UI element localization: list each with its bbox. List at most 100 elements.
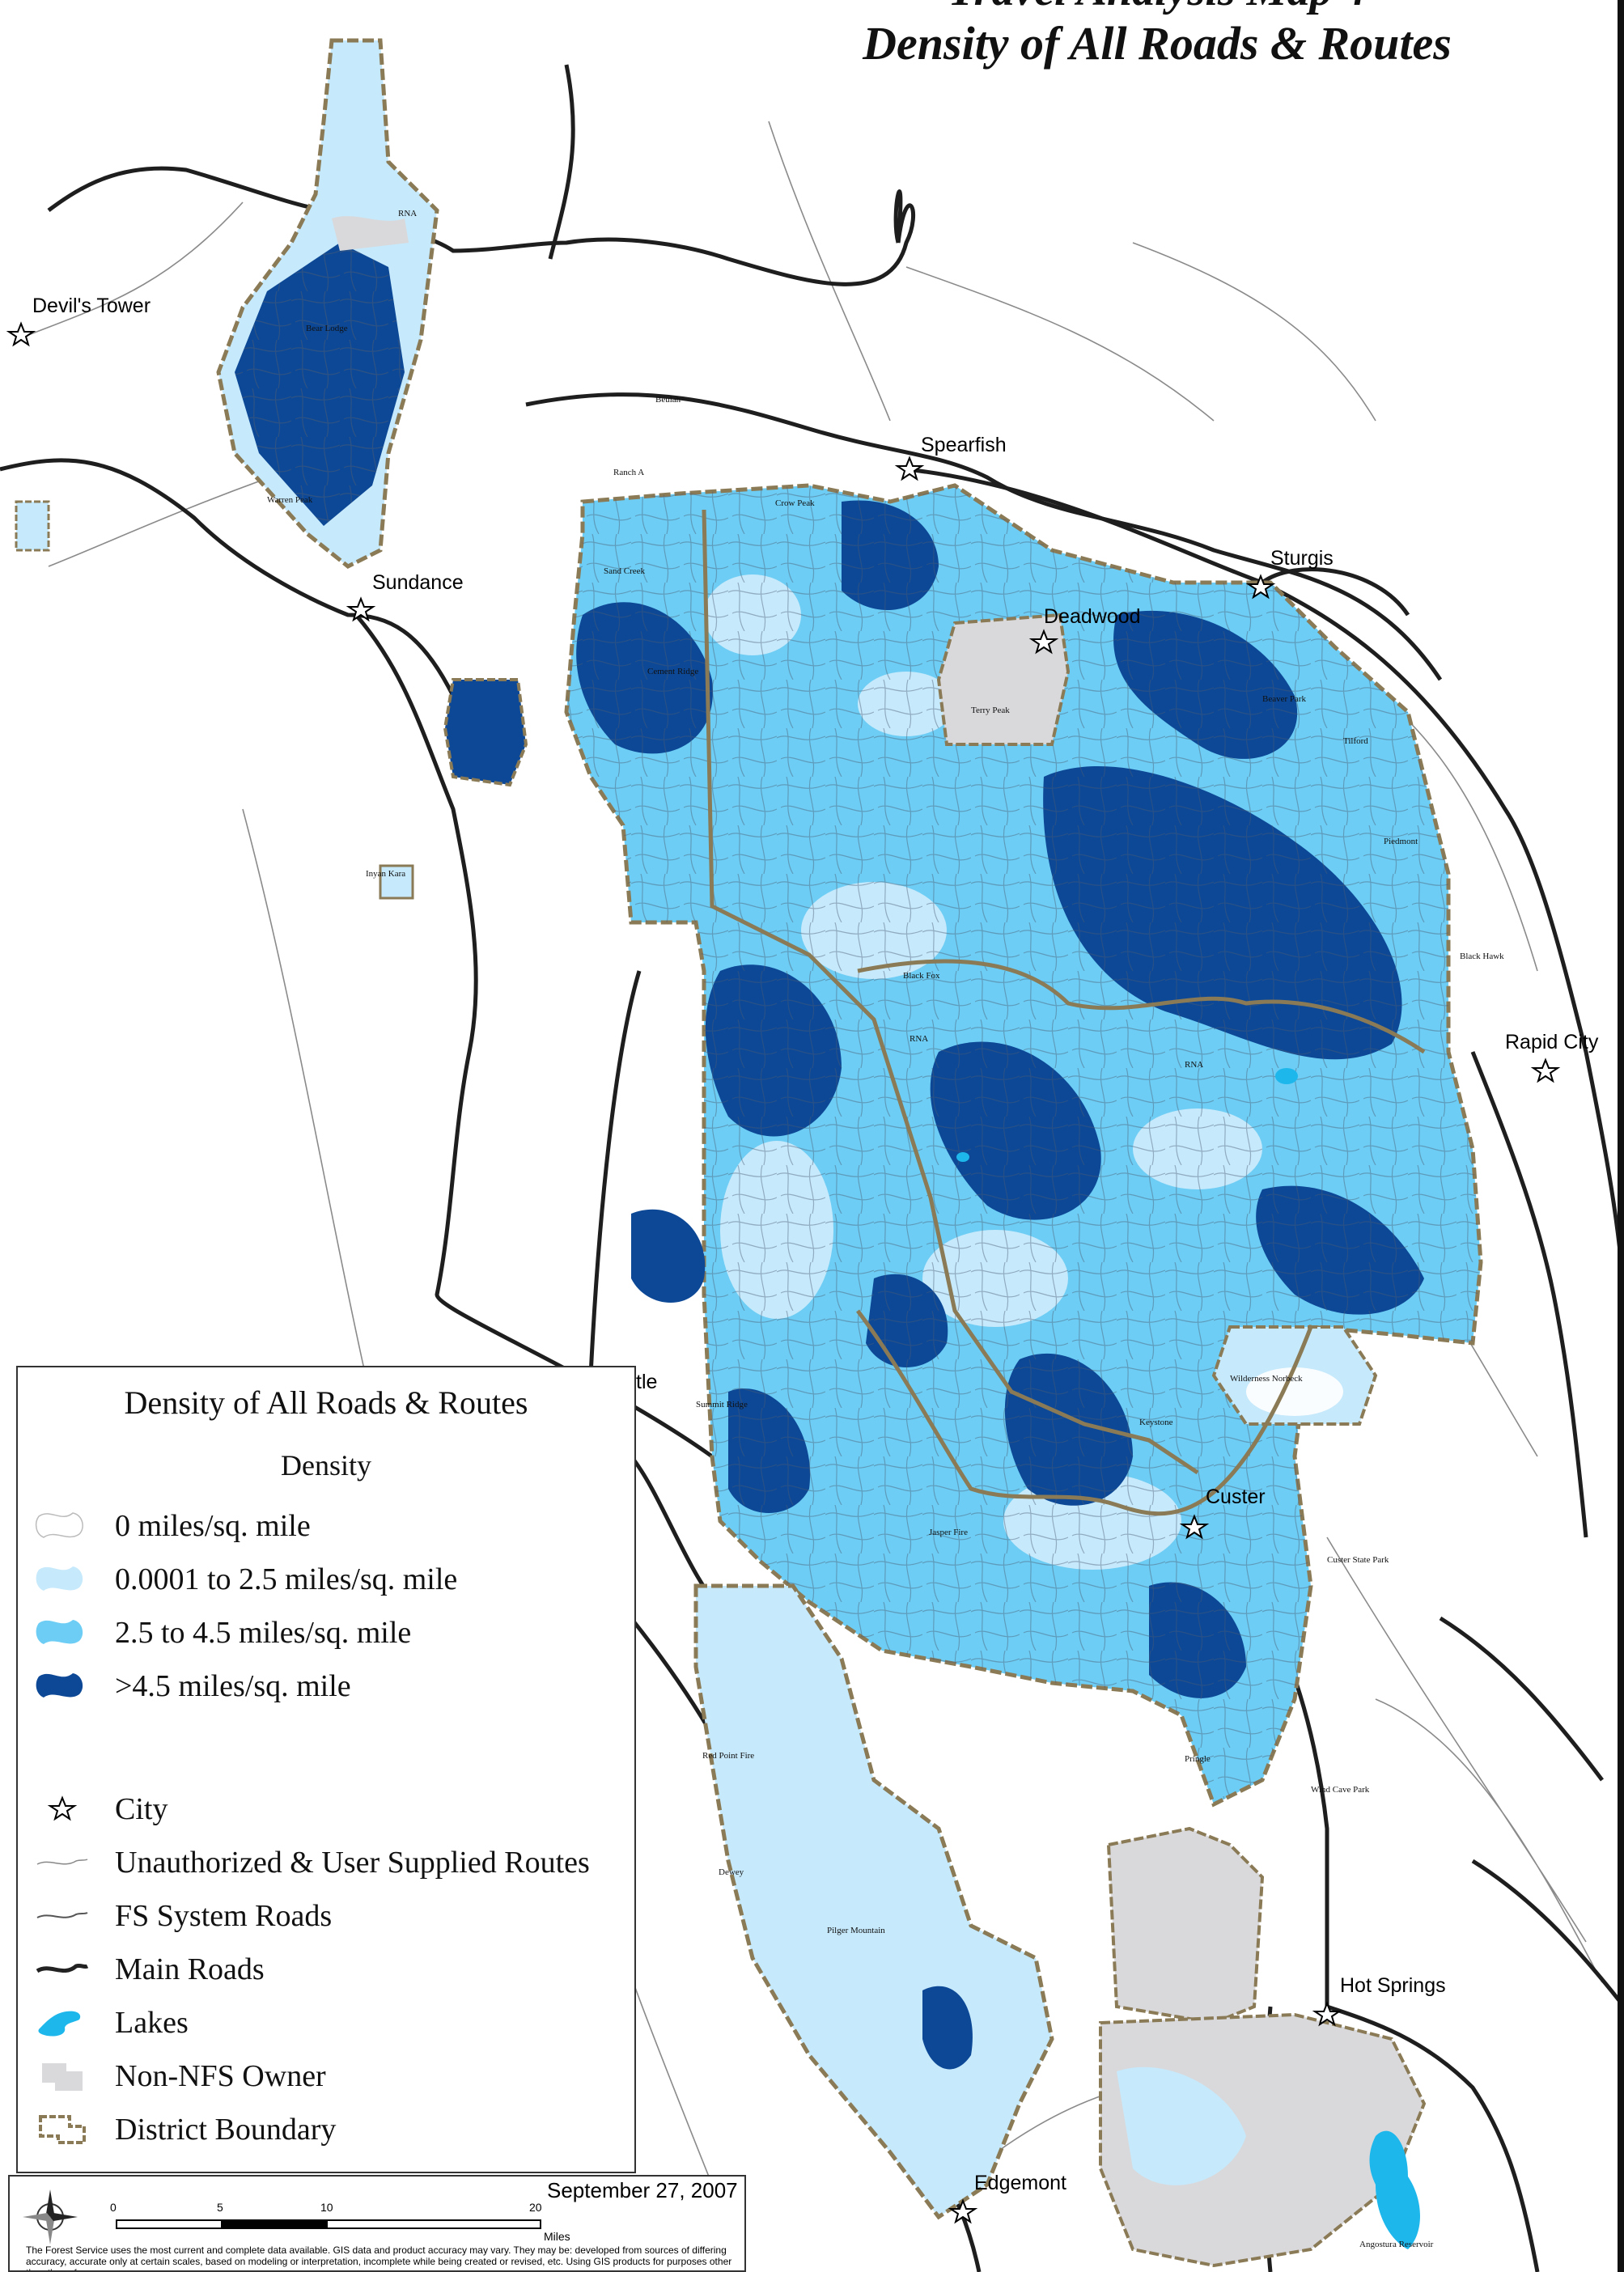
legend-label: Unauthorized & User Supplied Routes (115, 1846, 590, 1880)
place-label: Inyan Kara (366, 869, 406, 879)
city-label-newcastle: tle (636, 1371, 658, 1393)
place-label: Warren Peak (267, 495, 313, 505)
legend-label: >4.5 miles/sq. mile (115, 1669, 351, 1703)
place-label: Beulah (655, 395, 681, 405)
north-arrow-icon (23, 2189, 78, 2244)
legend-title: Density of All Roads & Routes (124, 1384, 528, 1421)
city-star (1028, 629, 1059, 655)
city-label-custer: Custer (1206, 1486, 1266, 1508)
place-label: RNA (910, 1034, 929, 1044)
legend-item-lakes: Lakes (34, 2002, 625, 2042)
district-boundary-icon (39, 2115, 86, 2144)
legend-item-unauthorized-routes: Unauthorized & User Supplied Routes (34, 1842, 625, 1882)
place-label: Terry Peak (971, 706, 1010, 715)
legend-label: FS System Roads (115, 1899, 333, 1933)
scale-unit: Miles (544, 2230, 570, 2243)
density-swatch-icon (35, 1512, 83, 1538)
place-label: Piedmont (1384, 837, 1418, 846)
thin-line-icon (36, 1912, 88, 1918)
place-label: Tilford (1343, 736, 1368, 746)
city-label-edgemont: Edgemont (974, 2172, 1066, 2194)
place-label: Crow Peak (775, 498, 815, 508)
legend-item-main-roads: Main Roads (34, 1948, 625, 1989)
city-star (948, 2198, 978, 2224)
star-icon (47, 1795, 78, 1821)
place-label: Red Point Fire (702, 1751, 755, 1761)
place-label: Dewey (719, 1867, 744, 1877)
legend-label: 0.0001 to 2.5 miles/sq. mile (115, 1562, 458, 1596)
gray-parcel-icon (42, 2063, 83, 2091)
place-label: Wind Cave Park (1311, 1785, 1370, 1795)
legend-item-district-boundary: District Boundary (34, 2109, 625, 2149)
map-legend: Density of All Roads & Routes Density 0 … (16, 1366, 636, 2173)
place-label: Bear Lodge (306, 324, 348, 333)
legend-label: 0 miles/sq. mile (115, 1509, 311, 1543)
place-label: Pringle (1185, 1754, 1211, 1764)
scale-tick-0: 0 (110, 2201, 117, 2214)
place-label: Custer State Park (1327, 1555, 1389, 1565)
right-frame-border (1618, 0, 1624, 2272)
city-star (1179, 1514, 1210, 1540)
city-star (1245, 574, 1276, 600)
city-star (346, 596, 376, 622)
place-label: Pilger Mountain (827, 1926, 885, 1935)
place-label: Angostura Reservoir (1359, 2240, 1434, 2249)
place-label: RNA (1185, 1060, 1204, 1070)
city-label-sundance: Sundance (372, 571, 464, 594)
place-label: RNA (398, 209, 418, 218)
density-swatch-icon (36, 1673, 83, 1698)
map-date: September 27, 2007 (547, 2178, 738, 2202)
city-star (6, 321, 36, 347)
place-label: Summit Ridge (696, 1400, 748, 1409)
legend-item-density-3: >4.5 miles/sq. mile (34, 1665, 625, 1706)
legend-item-fs-roads: FS System Roads (34, 1895, 625, 1935)
legend-label: District Boundary (115, 2113, 337, 2147)
legend-label: Lakes (115, 2006, 189, 2040)
thin-line-icon (36, 1859, 88, 1865)
city-star (1312, 2001, 1342, 2027)
place-label: Wilderness Norbeck (1230, 1374, 1303, 1384)
city-label-rapid-city: Rapid City (1505, 1031, 1599, 1053)
legend-item-city: City (34, 1788, 625, 1829)
scale-tick-10: 10 (320, 2201, 333, 2214)
scale-tick-5: 5 (217, 2201, 223, 2214)
map-info-box: 0 5 10 20 Miles September 27, 2007 The F… (8, 2175, 746, 2272)
legend-item-density-2: 2.5 to 4.5 miles/sq. mile (34, 1612, 625, 1652)
scale-tick-20: 20 (529, 2201, 542, 2214)
city-label-deadwood: Deadwood (1044, 605, 1141, 628)
city-star (1530, 1058, 1561, 1083)
legend-subtitle: Density (281, 1449, 371, 1481)
thick-line-icon (36, 1963, 89, 1973)
city-label-devils-tower: Devil's Tower (32, 295, 151, 317)
place-label: Jasper Fire (929, 1528, 968, 1537)
place-label: Keystone (1139, 1418, 1173, 1427)
legend-label: Main Roads (115, 1952, 265, 1986)
map-title-top: Travel Analysis Map 4 (761, 0, 1554, 16)
disclaimer-text: The Forest Service uses the most current… (26, 2244, 732, 2270)
map-title: Density of All Roads & Routes (863, 17, 1452, 70)
city-label-sturgis: Sturgis (1270, 547, 1334, 570)
density-swatch-icon (36, 1620, 83, 1644)
place-label: Cement Ridge (647, 667, 699, 676)
place-label: Black Fox (903, 971, 940, 981)
forest-area (15, 38, 1483, 2268)
city-label-spearfish: Spearfish (921, 434, 1007, 456)
city-label-hot-springs: Hot Springs (1340, 1974, 1446, 1997)
place-label: Ranch A (613, 468, 645, 477)
lake-icon (38, 2011, 81, 2037)
legend-label: Non-NFS Owner (115, 2059, 326, 2093)
place-label: Sand Creek (604, 566, 646, 576)
scale-bar (116, 2219, 541, 2229)
place-label: Beaver Park (1262, 694, 1307, 704)
city-markers (6, 321, 1561, 2224)
legend-item-density-0: 0 miles/sq. mile (34, 1505, 625, 1545)
place-label: Black Hawk (1460, 952, 1504, 961)
city-star (894, 456, 925, 481)
legend-item-density-1: 0.0001 to 2.5 miles/sq. mile (34, 1558, 625, 1599)
density-swatch-icon (36, 1566, 83, 1591)
legend-label: 2.5 to 4.5 miles/sq. mile (115, 1616, 412, 1650)
legend-label: City (115, 1792, 168, 1826)
district-boundaries (702, 509, 1426, 1516)
